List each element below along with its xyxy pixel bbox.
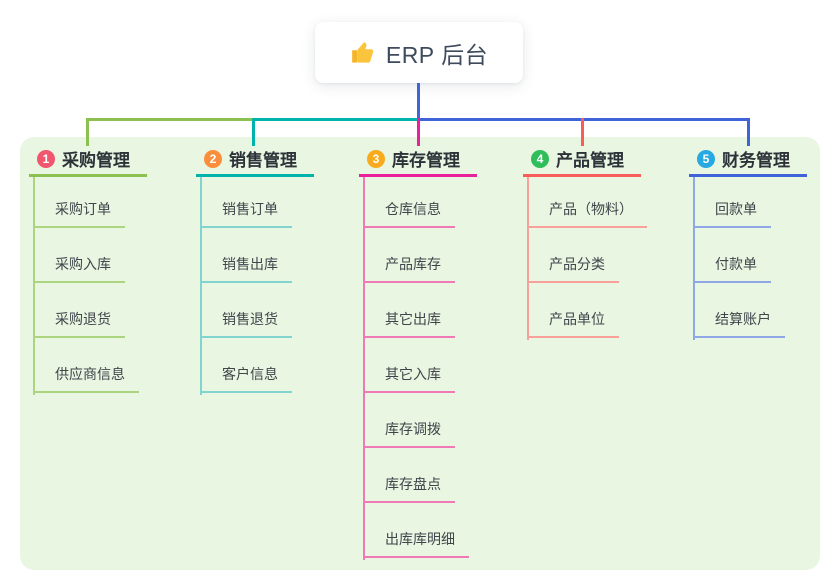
branch-children: 产品（物料） 产品分类产品单位 <box>527 177 647 338</box>
child-node[interactable]: 采购入库 <box>33 254 125 283</box>
child-item: 采购退货 <box>33 283 139 338</box>
branch-children: 回款单付款单结算账户 <box>693 177 785 338</box>
branch-number-badge: 2 <box>204 149 222 168</box>
child-item: 销售出库 <box>200 228 292 283</box>
connector-bus-line <box>418 118 750 121</box>
child-node[interactable]: 仓库信息 <box>363 199 455 228</box>
child-node[interactable]: 销售退货 <box>200 309 292 338</box>
branch-number-badge: 5 <box>697 149 715 168</box>
child-item: 客户信息 <box>200 338 292 393</box>
branch-label: 库存管理 <box>392 151 460 170</box>
child-trunk-line <box>200 177 202 395</box>
child-item: 产品（物料） <box>527 177 647 228</box>
child-node[interactable]: 其它出库 <box>363 309 455 338</box>
connector-drop-line <box>747 118 750 146</box>
child-item: 回款单 <box>693 177 785 228</box>
root-label: ERP 后台 <box>385 41 489 68</box>
child-trunk-line <box>693 177 695 340</box>
child-item: 库存调拨 <box>363 393 469 448</box>
branch-number-badge: 3 <box>367 149 385 168</box>
child-node[interactable]: 销售订单 <box>200 199 292 228</box>
branch-label: 采购管理 <box>62 151 130 170</box>
child-node[interactable]: 采购退货 <box>33 309 125 338</box>
child-item: 产品库存 <box>363 228 469 283</box>
child-item: 付款单 <box>693 228 785 283</box>
connector-bus-line <box>86 118 253 121</box>
child-item: 结算账户 <box>693 283 785 338</box>
child-node[interactable]: 库存盘点 <box>363 474 455 503</box>
branches-panel <box>20 137 820 570</box>
branch-node-4[interactable]: 4 产品管理 <box>523 147 641 177</box>
child-item: 产品单位 <box>527 283 647 338</box>
child-trunk-line <box>527 177 529 340</box>
connector-drop-line <box>252 118 255 146</box>
branch-node-3[interactable]: 3 库存管理 <box>359 147 477 177</box>
branch-label: 财务管理 <box>722 151 790 170</box>
child-node[interactable]: 回款单 <box>693 199 771 228</box>
branch-label: 产品管理 <box>556 151 624 170</box>
branch-children: 销售订单销售出库销售退货客户信息 <box>200 177 292 393</box>
child-item: 销售退货 <box>200 283 292 338</box>
child-item: 采购入库 <box>33 228 139 283</box>
child-item: 库存盘点 <box>363 448 469 503</box>
child-item: 产品分类 <box>527 228 647 283</box>
branch-node-5[interactable]: 5 财务管理 <box>689 147 807 177</box>
thumbs-up-icon <box>352 41 374 63</box>
branch-children: 采购订单采购入库采购退货供应商信息 <box>33 177 139 393</box>
child-item: 供应商信息 <box>33 338 139 393</box>
child-node[interactable]: 产品（物料） <box>527 199 647 228</box>
child-item: 销售订单 <box>200 177 292 228</box>
branch-node-2[interactable]: 2 销售管理 <box>196 147 314 177</box>
child-item: 其它出库 <box>363 283 469 338</box>
connector-drop-line <box>86 118 89 146</box>
child-node[interactable]: 结算账户 <box>693 309 785 338</box>
connector-drop-line <box>417 118 420 146</box>
connector-bus-line <box>253 118 418 121</box>
child-item: 仓库信息 <box>363 177 469 228</box>
root-node[interactable]: ERP 后台 <box>315 22 523 83</box>
child-node[interactable]: 产品分类 <box>527 254 619 283</box>
child-node[interactable]: 产品库存 <box>363 254 455 283</box>
child-trunk-line <box>363 177 365 560</box>
child-node[interactable]: 客户信息 <box>200 364 292 393</box>
child-item: 其它入库 <box>363 338 469 393</box>
child-trunk-line <box>33 177 35 395</box>
branch-number-badge: 4 <box>531 149 549 168</box>
child-item: 出库库明细 <box>363 503 469 558</box>
child-node[interactable]: 产品单位 <box>527 309 619 338</box>
child-item: 采购订单 <box>33 177 139 228</box>
child-node[interactable]: 付款单 <box>693 254 771 283</box>
branch-node-1[interactable]: 1 采购管理 <box>29 147 147 177</box>
branch-number-badge: 1 <box>37 149 55 168</box>
child-node[interactable]: 出库库明细 <box>363 529 469 558</box>
child-node[interactable]: 其它入库 <box>363 364 455 393</box>
root-connector-line <box>417 83 420 121</box>
child-node[interactable]: 供应商信息 <box>33 364 139 393</box>
child-node[interactable]: 采购订单 <box>33 199 125 228</box>
branch-label: 销售管理 <box>229 151 297 170</box>
branch-children: 仓库信息产品库存其它出库其它入库库存调拨库存盘点出库库明细 <box>363 177 469 558</box>
connector-drop-line <box>581 118 584 146</box>
child-node[interactable]: 销售出库 <box>200 254 292 283</box>
child-node[interactable]: 库存调拨 <box>363 419 455 448</box>
